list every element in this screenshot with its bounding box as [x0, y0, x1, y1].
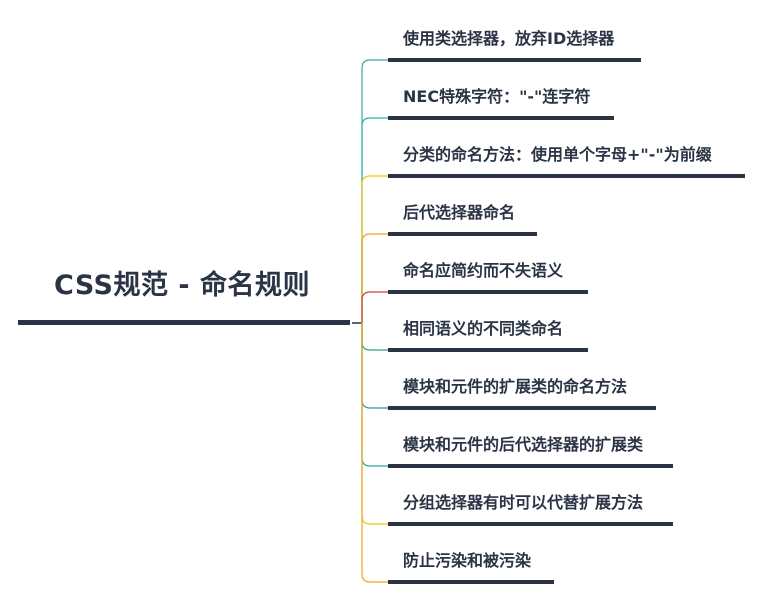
- branch-connector-1: [361, 59, 388, 323]
- branch-connector-5: [361, 291, 388, 323]
- branch-connector-6: [361, 323, 388, 351]
- branch-label: 相同语义的不同类命名: [403, 319, 564, 338]
- root-topic-underline: [18, 320, 350, 325]
- branch-underline: [388, 290, 588, 294]
- branch-underline: [388, 580, 554, 584]
- branch-connector-8: [361, 323, 388, 467]
- branch-label: 分组选择器有时可以代替扩展方法: [403, 493, 644, 512]
- branch-label: 后代选择器命名: [403, 203, 516, 222]
- branch-underline: [388, 58, 641, 62]
- branch-underline: [388, 464, 673, 468]
- root-topic-title[interactable]: CSS规范 - 命名规则: [54, 270, 311, 301]
- branch-label: 使用类选择器，放弃ID选择器: [403, 29, 615, 48]
- branch-connector-2: [361, 117, 388, 323]
- branch-connector-4: [361, 233, 388, 323]
- branch-label: 命名应简约而不失语义: [403, 261, 564, 280]
- branch-connector-9: [361, 323, 388, 525]
- branch-connector-3: [361, 175, 388, 323]
- branch-connector-7: [361, 323, 388, 409]
- branch-underline: [388, 174, 745, 178]
- branch-connector-10: [361, 323, 388, 583]
- branch-underline: [388, 232, 537, 236]
- branch-label: 分类的命名方法：使用单个字母+"-"为前缀: [403, 145, 712, 164]
- branch-underline: [388, 406, 656, 410]
- branch-label: 模块和元件的后代选择器的扩展类: [403, 435, 644, 454]
- branch-label: 模块和元件的扩展类的命名方法: [403, 377, 628, 396]
- branch-label: 防止污染和被污染: [403, 551, 532, 570]
- branch-underline: [388, 522, 673, 526]
- branch-label: NEC特殊字符："-"连字符: [403, 87, 591, 106]
- branch-underline: [388, 348, 588, 352]
- branch-underline: [388, 116, 614, 120]
